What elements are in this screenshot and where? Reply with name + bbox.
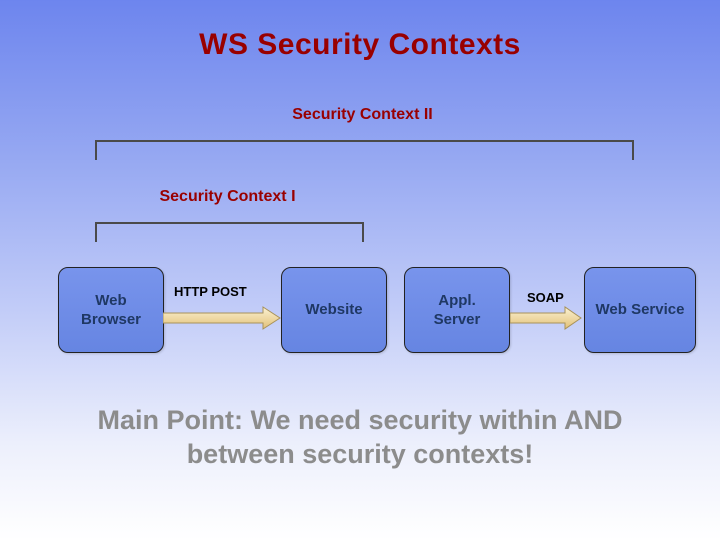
node-web-service-label: Web Service xyxy=(595,301,685,319)
node-appl-server: Appl. Server xyxy=(404,267,510,353)
main-point-line2: between security contexts! xyxy=(186,438,534,469)
slide-title: WS Security Contexts xyxy=(199,28,521,61)
main-point-text: Main Point: We need security within AND … xyxy=(0,404,720,472)
security-context-ii-bracket xyxy=(95,140,634,160)
soap-label: SOAP xyxy=(527,290,564,305)
security-context-ii-label: Security Context II xyxy=(292,106,433,123)
security-context-i-label: Security Context I xyxy=(159,188,296,205)
node-web-browser-label: Web Browser xyxy=(80,291,142,329)
arrow-right-icon xyxy=(163,306,281,330)
node-web-browser: Web Browser xyxy=(58,267,164,353)
http-post-label: HTTP POST xyxy=(174,284,247,299)
main-point-line1: Main Point: We need security within AND xyxy=(97,405,623,435)
node-website: Website xyxy=(281,267,387,353)
security-context-i-bracket xyxy=(95,222,364,242)
node-appl-server-label: Appl. Server xyxy=(433,291,481,329)
node-web-service: Web Service xyxy=(584,267,696,353)
arrow-right-icon xyxy=(510,306,582,330)
node-website-label: Website xyxy=(305,301,363,319)
